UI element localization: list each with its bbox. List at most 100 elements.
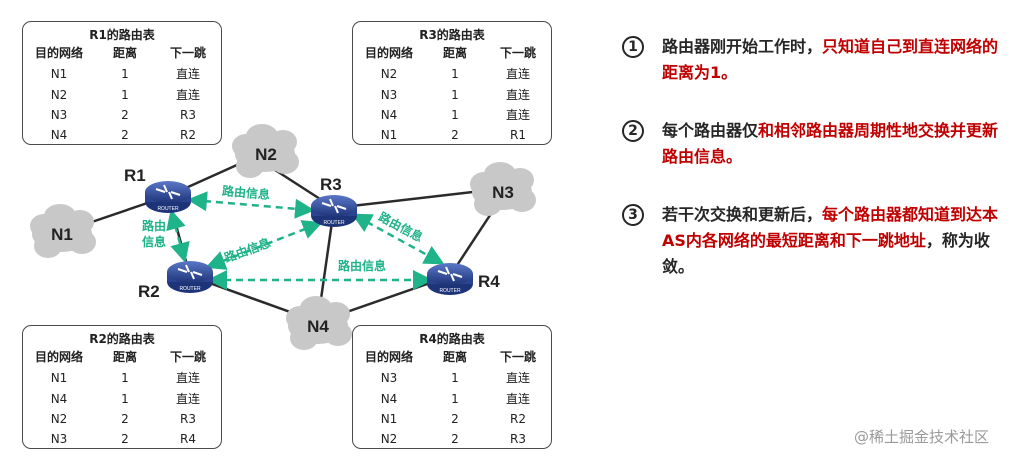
cell-next-hop: 直连: [505, 67, 530, 81]
cell-next-hop: 直连: [505, 371, 530, 385]
cell-distance: 2: [121, 432, 129, 446]
cell-dest: N1: [50, 67, 68, 81]
cell-dest: N2: [380, 67, 398, 81]
note-text: 若干次交换和更新后，每个路由器都知道到达本AS内各网络的最短距离和下一跳地址，称…: [662, 202, 1012, 280]
header-next-hop: 下一跳: [169, 350, 206, 364]
routing-table-title: R4的路由表: [419, 332, 485, 346]
cell-next-hop: R3: [180, 412, 196, 426]
routing-table-title: R2的路由表: [89, 332, 155, 346]
cell-dest: N4: [380, 108, 398, 122]
cell-dest: N3: [50, 432, 68, 446]
routing-table-header: 目的网络 距离 下一跳: [23, 44, 221, 62]
router-r1: ROUTER: [145, 181, 191, 213]
cell-distance: 1: [451, 371, 459, 385]
note-1: 1 路由器刚开始工作时，只知道自己到直连网络的距离为1。: [622, 34, 1012, 86]
routing-table-title: R3的路由表: [419, 28, 485, 42]
note-highlight: 每个路由器都知道到达本AS内各网络的最短距离和下一跳地址: [662, 205, 999, 250]
table-row: N4 1 直连: [353, 106, 551, 124]
note-plain: 若干次交换和更新后，: [662, 205, 823, 224]
cell-distance: 2: [121, 108, 129, 122]
cell-dest: N3: [50, 108, 68, 122]
cell-dest: N2: [50, 88, 68, 102]
exchange-label-r1-r2-line2: 信息: [142, 234, 166, 249]
cell-dest: N4: [50, 128, 68, 142]
routing-table-r3: R3的路由表 目的网络 距离 下一跳 N2 1 直连 N3 1 直连 N4 1 …: [352, 21, 552, 145]
table-row: N4 2 R2: [23, 126, 221, 144]
link-r3-n3: [333, 188, 491, 210]
router-label-r2: R2: [138, 282, 160, 301]
header-distance: 距离: [112, 46, 137, 60]
cell-dest: N1: [50, 371, 68, 385]
cell-next-hop: 直连: [505, 88, 530, 102]
cell-next-hop: R2: [510, 412, 526, 426]
exchange-label-r2-r4: 路由信息: [338, 258, 386, 273]
cell-dest: N1: [380, 412, 398, 426]
table-row: N4 1 直连: [23, 390, 221, 408]
network-label-n4: N4: [307, 317, 329, 336]
cell-next-hop: 直连: [175, 88, 200, 102]
cell-dest: N3: [380, 371, 398, 385]
cell-dest: N4: [380, 392, 398, 406]
network-label-n2: N2: [255, 145, 277, 164]
table-row: N4 1 直连: [353, 390, 551, 408]
router-label-r1: R1: [124, 166, 146, 185]
circled-number-icon: 3: [622, 204, 644, 226]
routing-table-header: 目的网络 距离 下一跳: [23, 348, 221, 366]
exchange-label-r1-r2-line1: 路由: [142, 218, 166, 233]
table-row: N3 2 R3: [23, 106, 221, 124]
cell-distance: 1: [451, 88, 459, 102]
note-text: 每个路由器仅和相邻路由器周期性地交换并更新路由信息。: [662, 118, 1012, 170]
cell-distance: 1: [121, 371, 129, 385]
cell-distance: 1: [121, 88, 129, 102]
cell-dest: N1: [380, 128, 398, 142]
cell-next-hop: R4: [180, 432, 196, 446]
router-r4: ROUTER: [427, 263, 473, 295]
exchange-arrows: [166, 191, 445, 290]
arrow-r3-r4: [351, 213, 445, 265]
routing-table-title: R1的路由表: [89, 28, 155, 42]
table-row: N2 2 R3: [23, 410, 221, 428]
cloud-n1: [30, 204, 96, 258]
table-row: N1 2 R2: [353, 410, 551, 428]
header-dest: 目的网络: [34, 46, 83, 60]
cell-distance: 1: [121, 392, 129, 406]
circled-number-icon: 2: [622, 120, 644, 142]
table-row: N1 1 直连: [23, 369, 221, 387]
header-dest: 目的网络: [34, 350, 83, 364]
router-r4-badge: ROUTER: [439, 288, 461, 294]
cell-distance: 1: [121, 67, 129, 81]
router-label-r3: R3: [320, 175, 342, 194]
cell-next-hop: R3: [180, 108, 196, 122]
exchange-label-r2-r3: 路由信息: [222, 235, 272, 266]
router-r3: ROUTER: [311, 195, 357, 227]
cell-dest: N2: [50, 412, 68, 426]
header-dest: 目的网络: [364, 46, 413, 60]
table-row: N1 2 R1: [353, 126, 551, 144]
table-row: N2 1 直连: [353, 65, 551, 83]
cell-distance: 2: [451, 432, 459, 446]
table-row: N2 1 直连: [23, 86, 221, 104]
cloud-n2: [232, 124, 299, 178]
routing-table-r1: R1的路由表 目的网络 距离 下一跳 N1 1 直连 N2 1 直连 N3 2 …: [22, 21, 222, 145]
routing-table-r4: R4的路由表 目的网络 距离 下一跳 N3 1 直连 N4 1 直连 N1 2 …: [352, 325, 552, 449]
watermark: @稀土掘金技术社区: [854, 428, 990, 446]
table-row: N3 1 直连: [353, 86, 551, 104]
cell-distance: 2: [451, 128, 459, 142]
arrow-r1-r2: [166, 209, 190, 263]
cell-next-hop: 直连: [505, 108, 530, 122]
circled-number-icon: 1: [622, 36, 644, 58]
cloud-n3: [470, 162, 536, 216]
exchange-label-r1-r3: 路由信息: [221, 183, 270, 202]
header-distance: 距离: [442, 350, 467, 364]
note-plain: 路由器刚开始工作时，: [662, 37, 823, 56]
routing-table-r2: R2的路由表 目的网络 距离 下一跳 N1 1 直连 N4 1 直连 N2 2 …: [22, 325, 222, 449]
header-next-hop: 下一跳: [499, 350, 536, 364]
cell-distance: 2: [451, 412, 459, 426]
header-distance: 距离: [112, 350, 137, 364]
table-row: N1 1 直连: [23, 65, 221, 83]
cell-next-hop: R2: [180, 128, 196, 142]
arrow-r2-r3: [205, 220, 323, 270]
exchange-label-r1-r2: 路由信息: [142, 218, 166, 249]
note-tail: ，称为收敛。: [662, 231, 990, 276]
arrow-r1-r3: [187, 191, 315, 219]
